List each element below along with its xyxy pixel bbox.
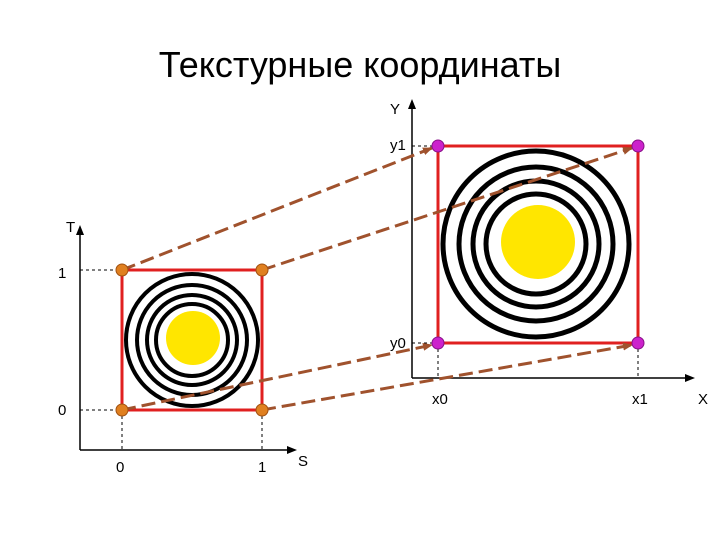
texture-corner-point — [255, 263, 269, 277]
large-ring — [483, 191, 589, 297]
x0-label: x0 — [432, 391, 448, 408]
mapping-arrow-bottom-left — [121, 342, 433, 412]
screen-corner-point — [631, 336, 645, 350]
mapping-arrow-top-right — [261, 146, 633, 272]
texture-corner-point — [115, 403, 129, 417]
y0-label: y0 — [390, 335, 406, 352]
texture-image — [124, 272, 260, 408]
small-ring — [145, 293, 239, 387]
texture-corner-point — [115, 263, 129, 277]
large-ring — [456, 164, 616, 324]
texture-frame — [120, 268, 264, 412]
mapped-image — [440, 148, 632, 340]
texture-corner-point — [255, 403, 269, 417]
s-axis-label: S — [298, 453, 308, 470]
x1-label: x1 — [632, 391, 648, 408]
mapping-arrow-bottom-right — [261, 342, 633, 412]
t-tick-1: 1 — [58, 265, 66, 282]
small-ring — [154, 302, 230, 378]
screen-corner-point — [631, 139, 645, 153]
screen-frame — [436, 144, 640, 345]
screen-space: Y X y1 y0 x0 x1 — [390, 99, 708, 408]
mapping-arrows — [121, 146, 633, 412]
s-tick-0: 0 — [116, 459, 124, 476]
y1-label: y1 — [390, 137, 406, 154]
small-sun — [166, 311, 220, 365]
s-tick-1: 1 — [258, 459, 266, 476]
texture-corners — [115, 263, 269, 417]
t-tick-0: 0 — [58, 402, 66, 419]
large-ring — [440, 148, 632, 340]
texture-space: T S 1 0 0 1 — [58, 219, 308, 476]
screen-corner-point — [431, 336, 445, 350]
page-title: Текстурные координаты — [158, 44, 562, 85]
small-ring — [124, 272, 260, 408]
screen-corners — [431, 139, 645, 350]
x-axis-label: X — [698, 391, 708, 408]
y-axis-label: Y — [390, 101, 400, 118]
t-axis-label: T — [66, 219, 75, 236]
large-sun — [501, 205, 575, 279]
screen-corner-point — [431, 139, 445, 153]
mapping-arrow-top-left — [121, 146, 433, 272]
